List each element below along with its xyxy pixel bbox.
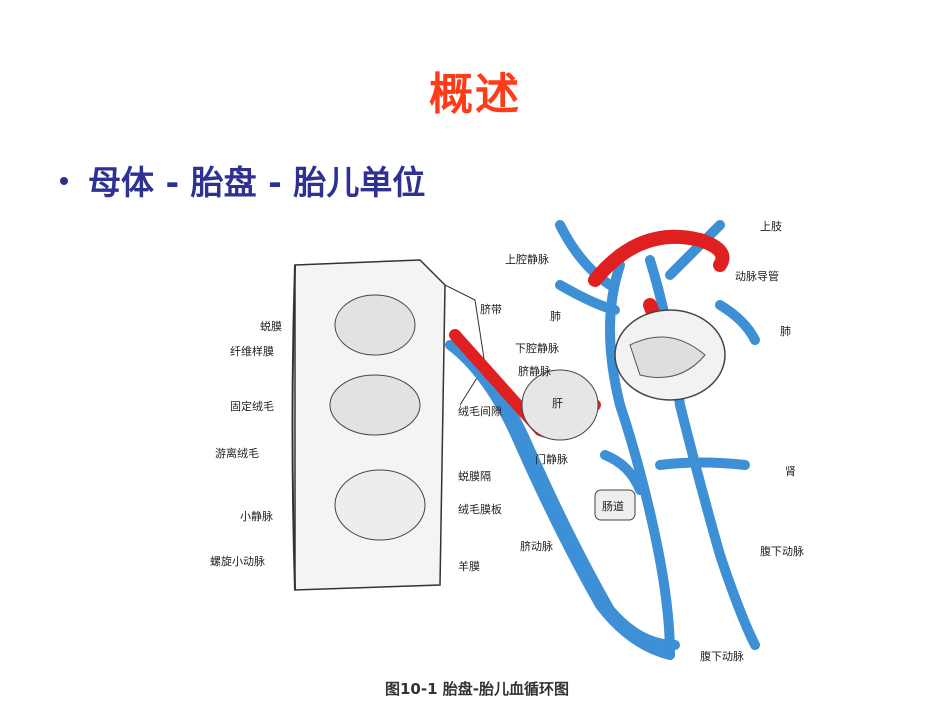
circulation-diagram: 蜕膜 纤维样膜 固定绒毛 游离绒毛 小静脉 螺旋小动脉 脐带 绒毛间隙 蜕膜隔 … <box>210 219 804 663</box>
label-kidney: 肾 <box>785 465 796 478</box>
slide-title: 概述 <box>429 69 521 120</box>
right-labels: 上肢 上腔静脉 动脉导管 肺 肺 下腔静脉 脐静脉 肝 门静脉 肠道 肾 脐动脉… <box>505 219 804 663</box>
label-fibrinoid: 纤维样膜 <box>230 344 274 358</box>
label-lung-right: 肺 <box>780 325 791 338</box>
label-anchoring-villi: 固定绒毛 <box>230 399 274 413</box>
label-lung-left: 肺 <box>550 310 561 323</box>
label-hypogastric-artery-upper: 腹下动脉 <box>760 544 804 558</box>
bullet-item: 母体 - 胎盘 - 胎儿单位 <box>60 156 425 204</box>
label-upper-limb: 上肢 <box>760 219 782 233</box>
intestine <box>594 489 636 521</box>
circulation-figure: 蜕膜 纤维样膜 固定绒毛 游离绒毛 小静脉 螺旋小动脉 脐带 绒毛间隙 蜕膜隔 … <box>200 205 820 700</box>
heart <box>614 309 726 401</box>
label-superior-vena-cava: 上腔静脉 <box>505 252 549 266</box>
bullet-text: 母体 - 胎盘 - 胎儿单位 <box>88 163 426 202</box>
label-venule: 小静脉 <box>240 509 273 523</box>
label-intestine: 肠道 <box>602 499 624 513</box>
label-intervillous-space: 绒毛间隙 <box>458 404 502 418</box>
label-umbilical-artery: 脐动脉 <box>520 539 553 553</box>
label-decidua: 蜕膜 <box>260 319 282 333</box>
label-inferior-vena-cava: 下腔静脉 <box>515 341 559 355</box>
label-liver: 肝 <box>552 397 563 410</box>
label-portal-vein: 门静脉 <box>535 452 568 466</box>
label-umbilical-cord: 脐带 <box>480 302 502 316</box>
label-ductus-arteriosus: 动脉导管 <box>735 269 779 283</box>
left-labels: 蜕膜 纤维样膜 固定绒毛 游离绒毛 小静脉 螺旋小动脉 <box>210 319 282 568</box>
figure-caption: 图10-1 胎盘-胎儿血循环图 <box>385 680 569 698</box>
label-spiral-artery: 螺旋小动脉 <box>210 554 265 568</box>
label-umbilical-vein: 脐静脉 <box>518 364 551 378</box>
bullet-dot <box>60 176 68 185</box>
label-chorionic-plate: 绒毛膜板 <box>458 502 502 516</box>
liver <box>521 369 599 441</box>
label-free-villi: 游离绒毛 <box>215 446 259 460</box>
placenta-section <box>291 259 486 591</box>
label-hypogastric-artery-lower: 腹下动脉 <box>700 649 744 663</box>
label-decidual-septum: 蜕膜隔 <box>458 469 491 483</box>
middle-labels: 脐带 绒毛间隙 蜕膜隔 绒毛膜板 羊膜 <box>458 302 502 573</box>
blue-vessels <box>445 220 760 660</box>
label-amnion: 羊膜 <box>458 559 480 573</box>
